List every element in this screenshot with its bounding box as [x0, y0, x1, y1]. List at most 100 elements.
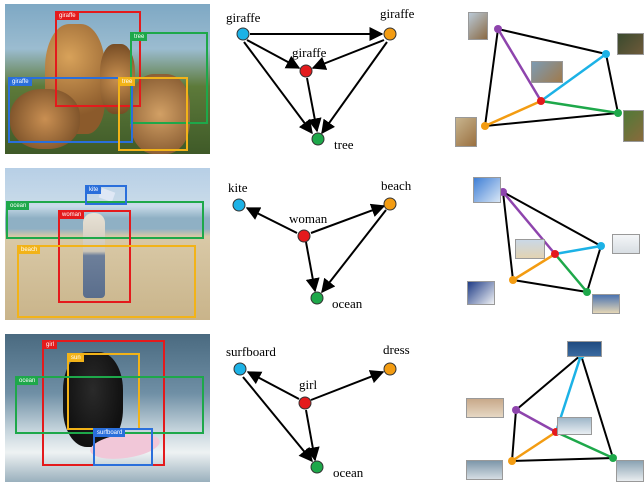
embedding-node [602, 50, 610, 58]
thumbnail-image [531, 61, 563, 83]
node-bottom [310, 460, 324, 474]
thumbnail-image [592, 294, 620, 314]
bbox-ocean: ocean [6, 201, 204, 239]
edge [310, 203, 386, 234]
embedding-node [494, 25, 502, 33]
embedding-node [597, 242, 605, 250]
bbox-label: giraffe [56, 12, 79, 20]
embedding-edge [540, 52, 607, 103]
node-center [299, 64, 313, 78]
node-left [236, 27, 250, 41]
bbox-giraffe-1: giraffe [55, 11, 141, 107]
node-left [233, 362, 247, 376]
node-label-right: dress [383, 342, 410, 357]
bbox-giraffe-2: giraffe [8, 77, 133, 143]
bbox-label: tree [131, 33, 148, 41]
embedding-node [499, 188, 507, 196]
bbox-label: sun [68, 354, 84, 362]
node-label-center: girl [299, 377, 317, 392]
node-label-right: giraffe [380, 6, 415, 21]
embedding-edge [502, 191, 556, 255]
node-label-left: kite [228, 180, 248, 195]
bbox-label: woman [59, 211, 85, 219]
embedding-node [614, 109, 622, 117]
edge [310, 370, 385, 401]
bbox-beach: beach [17, 245, 196, 318]
thumbnail-image [616, 460, 644, 482]
thumbnail-image [466, 398, 504, 418]
giraffe-head-bottom [10, 89, 80, 149]
bbox-label: beach [18, 246, 41, 254]
node-label-center: giraffe [292, 45, 327, 60]
embedding-node [481, 122, 489, 130]
embedding-node [508, 457, 516, 465]
embedding-node [537, 97, 545, 105]
node-center [297, 229, 311, 243]
embedding-diagram-1 [481, 25, 622, 130]
bbox-tree-2: tree [118, 77, 188, 151]
edge [321, 209, 387, 294]
thumbnail-image [466, 460, 503, 480]
node-bottom [311, 132, 325, 146]
bbox-label: tree [119, 78, 136, 86]
embedding-diagram-2 [499, 188, 605, 296]
node-right [383, 27, 397, 41]
node-label-center: woman [289, 211, 328, 226]
bbox-label: kite [86, 186, 102, 194]
bbox-label: giraffe [9, 78, 32, 86]
embedding-edge [512, 252, 556, 282]
edge [243, 41, 313, 135]
edge [245, 207, 298, 234]
embedding-node [583, 288, 591, 296]
embedding-edge [515, 408, 557, 434]
embedding-edge [511, 430, 557, 463]
embedding-diagram-3 [508, 351, 617, 465]
embedding-node [512, 406, 520, 414]
edge [305, 409, 320, 462]
node-label-left: surfboard [226, 344, 276, 359]
node-label-right: beach [381, 178, 412, 193]
bbox-label: surfboard [94, 429, 126, 437]
thumbnail-image [468, 12, 488, 40]
scene-graph-1: giraffe giraffe giraffe tree [226, 6, 415, 152]
thumbnail-image [515, 239, 545, 259]
bbox-label: ocean [7, 202, 30, 210]
bbox-woman: woman [58, 210, 131, 303]
thumbnail-image [467, 281, 495, 305]
node-left [232, 198, 246, 212]
edge [246, 39, 301, 69]
embedding-edge [496, 28, 543, 102]
bbox-surfboard: surfboard [93, 428, 153, 466]
node-label-left: giraffe [226, 10, 261, 25]
embedding-node [609, 454, 617, 462]
embedding-edge [555, 430, 614, 460]
thumbnail-image [455, 117, 477, 147]
embedding-edge [484, 99, 542, 128]
bbox-kite: kite [85, 185, 127, 205]
embedding-edge [540, 99, 619, 115]
edge [305, 241, 320, 293]
photo-surf: girl sun ocean surfboard [5, 334, 210, 482]
node-label-bottom: ocean [333, 465, 364, 480]
photo-giraffe: giraffe tree giraffe tree [5, 4, 210, 154]
node-right [383, 197, 397, 211]
scene-graph-2: kite beach woman ocean [228, 178, 412, 311]
edge [306, 77, 322, 133]
woman-figure [83, 213, 105, 298]
thumbnail-image [623, 110, 644, 142]
node-label-bottom: ocean [332, 296, 363, 311]
thumbnail-image [557, 417, 592, 435]
embedding-node [551, 250, 559, 258]
thumbnail-image [612, 234, 640, 254]
thumbnail-image [473, 177, 501, 203]
node-right [383, 362, 397, 376]
thumbnail-image [617, 33, 644, 55]
edge [242, 376, 313, 463]
embedding-edge [554, 244, 602, 256]
scene-graph-3: surfboard dress girl ocean [226, 342, 410, 480]
bbox-label: girl [43, 341, 58, 349]
node-bottom [310, 291, 324, 305]
edge [321, 41, 388, 135]
node-center [298, 396, 312, 410]
